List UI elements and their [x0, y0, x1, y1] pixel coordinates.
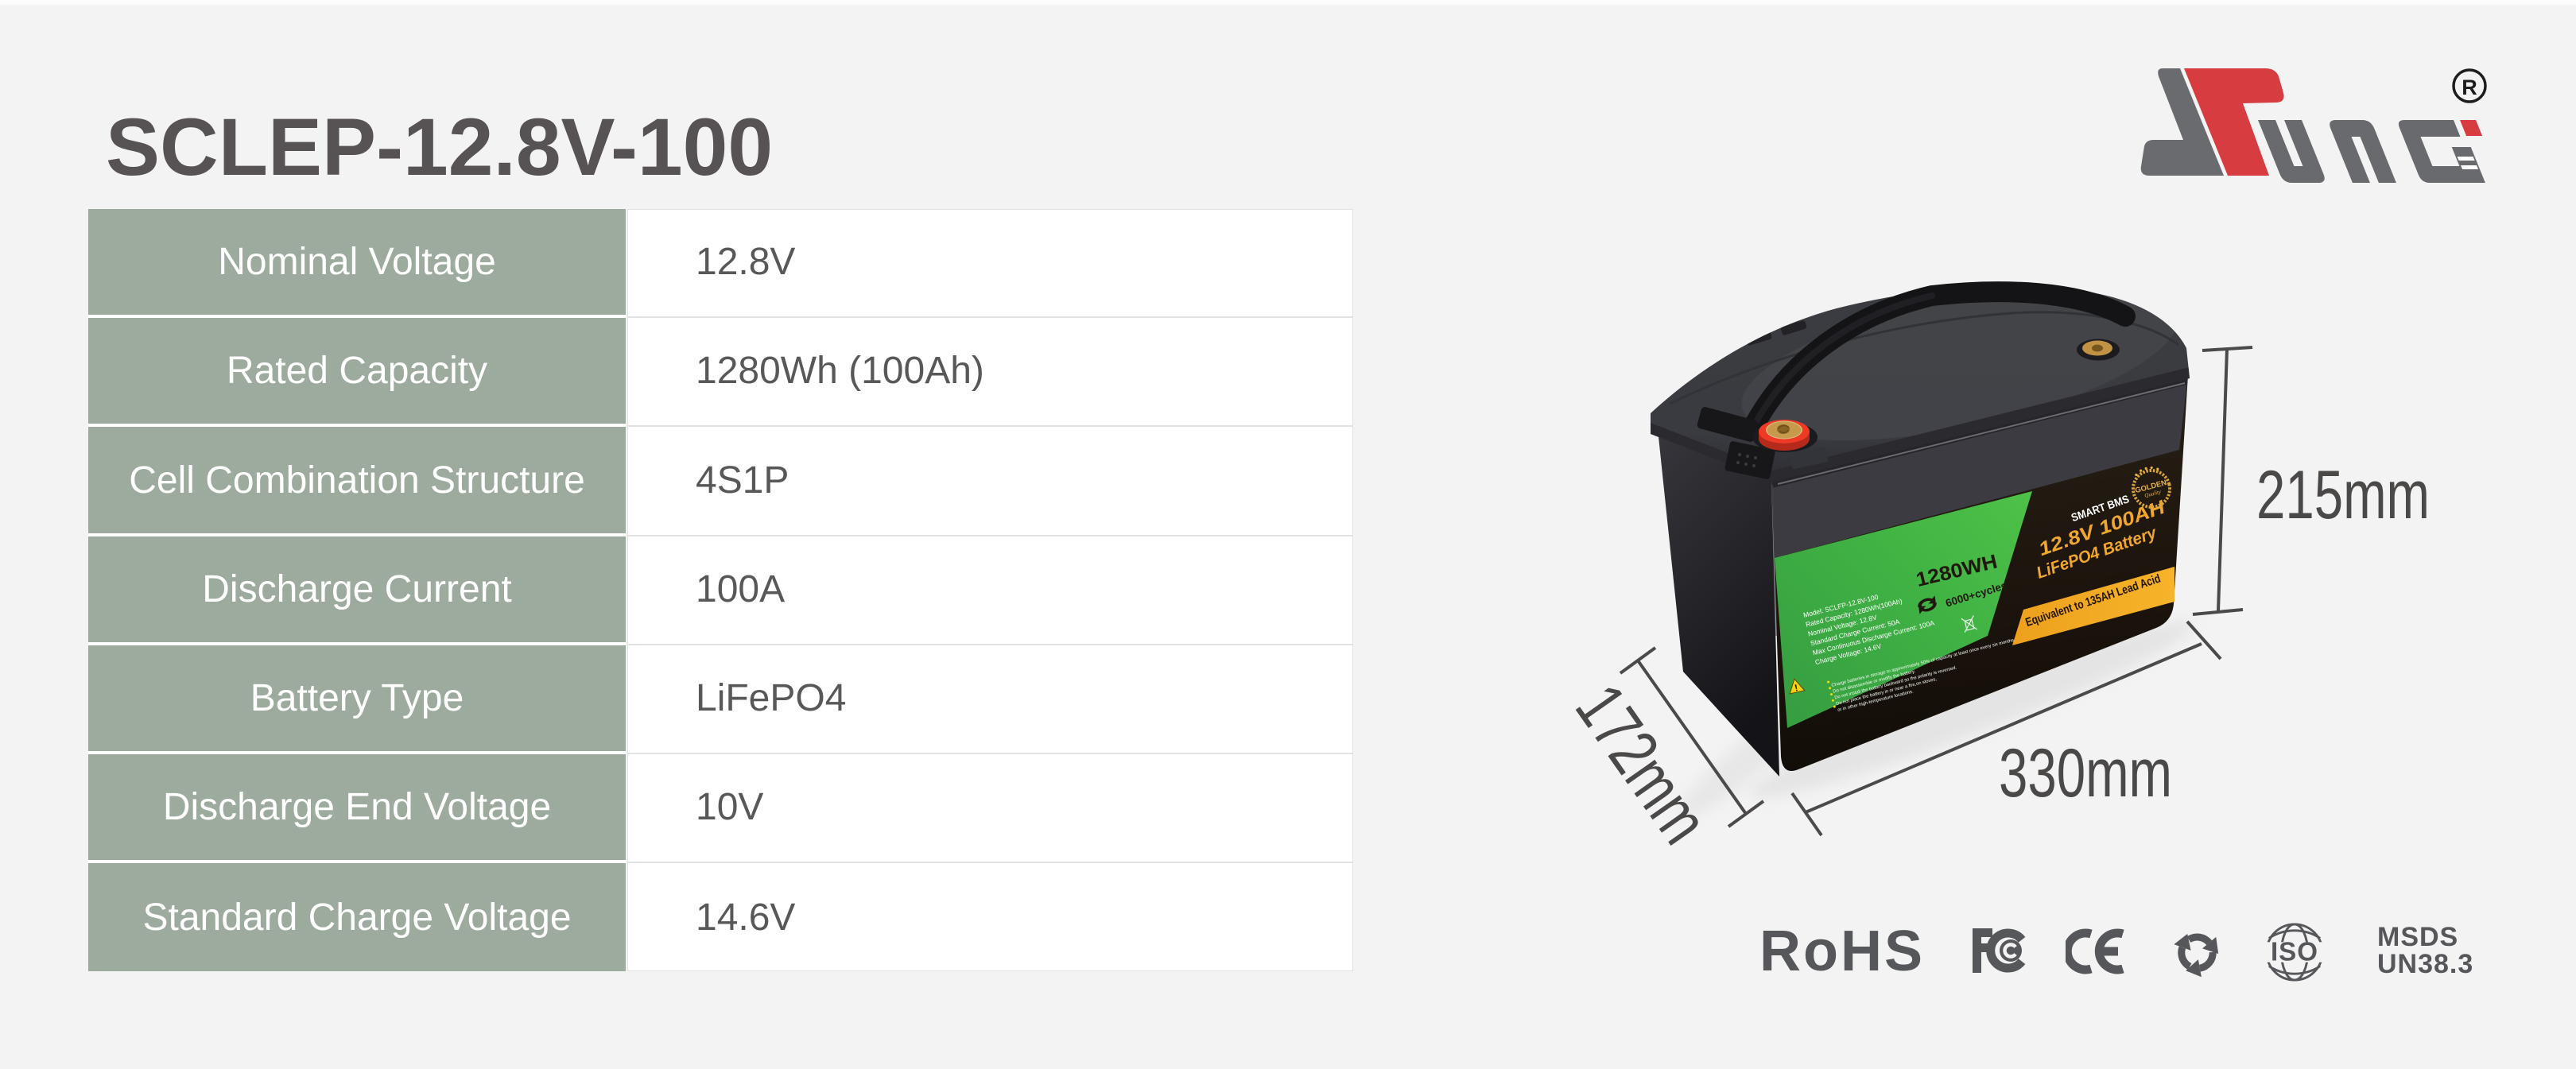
svg-text:R: R: [2462, 76, 2477, 99]
svg-text:ISO: ISO: [2271, 938, 2318, 967]
svg-text:215mm: 215mm: [2256, 457, 2430, 533]
svg-text:330mm: 330mm: [1999, 735, 2172, 811]
svg-text:172mm: 172mm: [1561, 672, 1723, 858]
svg-text:!: !: [1794, 682, 1799, 694]
